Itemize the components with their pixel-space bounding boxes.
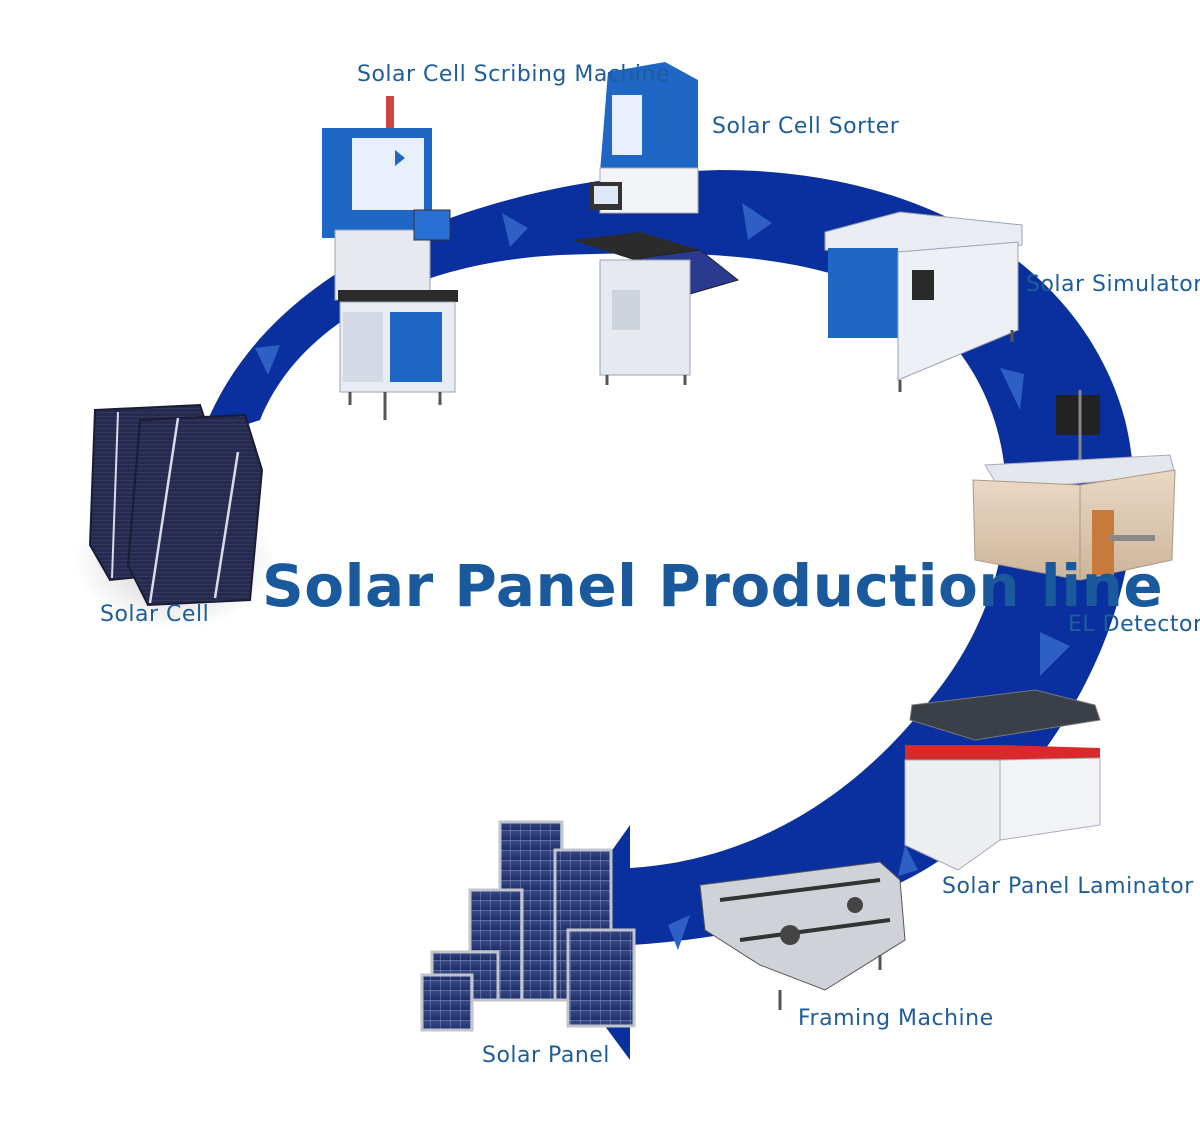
flow-arrow-icon [668,915,690,950]
scribing-machine-image [322,96,458,420]
stage-label-panel-laminator: Solar Panel Laminator [942,874,1194,899]
flow-arrow-icon [1040,632,1070,676]
stage-label-cell-sorter: Solar Cell Sorter [712,114,900,139]
stage-label-solar-cell: Solar Cell [100,602,210,627]
flow-arrow-icon [502,213,528,247]
flow-arrow-icon [898,845,918,876]
stage-label-scribing-machine: Solar Cell Scribing Machine [357,62,670,87]
stage-label-solar-panel: Solar Panel [482,1043,610,1068]
stage-label-el-detector: EL Detector [1068,612,1200,637]
el-detector-image [972,390,1176,581]
stage-label-solar-simulator: Solar Simulator [1026,272,1200,297]
process-loop [200,170,1134,1060]
solar-panel-image [420,820,636,1032]
diagram-title: Solar Panel Production line [262,552,1164,620]
flow-arrow-icon [255,345,280,375]
laminator-image [904,689,1101,871]
solar-cell-image [75,403,275,630]
flow-arrow-icon [1000,368,1024,410]
flow-arrow-icon [742,203,772,240]
sorter-image [572,62,740,385]
flow-arrows [255,203,1070,950]
stage-label-framing-machine: Framing Machine [798,1006,994,1031]
framing-machine-image [699,861,906,1010]
simulator-image [824,211,1023,392]
